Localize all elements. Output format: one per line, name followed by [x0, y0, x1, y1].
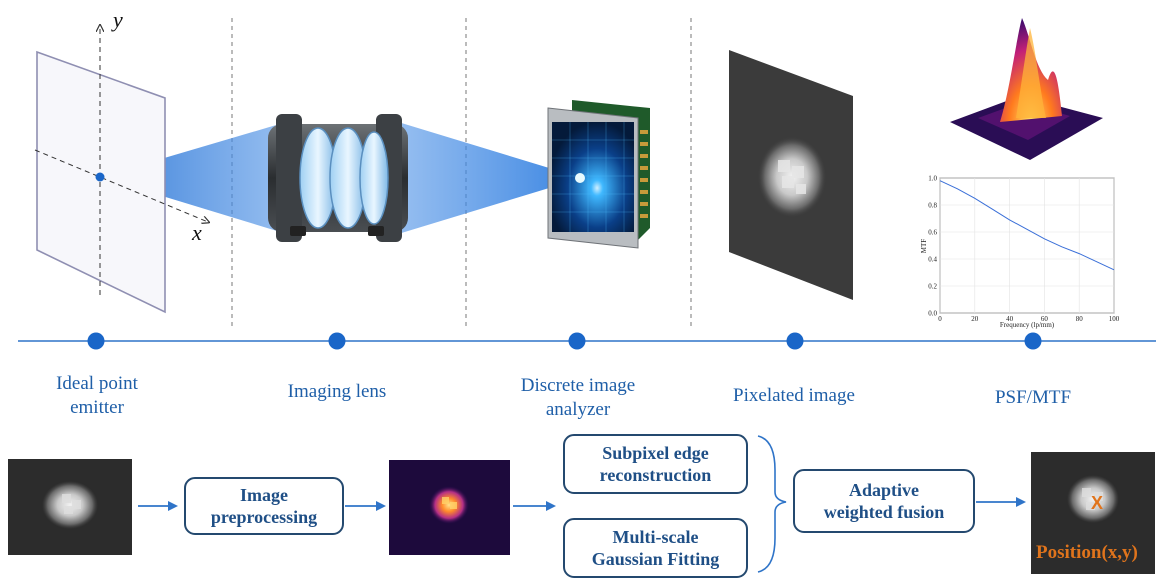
image-preprocessing-box: Image preprocessing [184, 477, 344, 535]
image-preprocessing-line2: preprocessing [210, 507, 318, 527]
light-beam-right [385, 118, 582, 238]
stage-label-image-analyzer-line2: analyzer [545, 399, 611, 420]
timeline-node-1 [87, 332, 105, 350]
mtf-ticks: 0.0 0.2 0.4 0.6 0.8 1.0 0 20 40 60 80 100 [928, 175, 1120, 324]
timeline-node-4 [786, 332, 804, 350]
gaussian-fitting-box: Multi-scale Gaussian Fitting [563, 518, 748, 578]
merge-brace [757, 435, 787, 573]
input-image-tile [8, 459, 132, 555]
psf-surface-plot [950, 18, 1103, 160]
timeline-node-3 [568, 332, 586, 350]
position-marker: X [1091, 493, 1103, 513]
x-axis-label: x [191, 220, 202, 245]
mtf-plot-area [939, 177, 1115, 314]
point-emitter [95, 172, 105, 182]
subpixel-edge-line1: Subpixel edge [602, 443, 709, 463]
mtf-x-tick-label: 60 [1041, 315, 1049, 323]
mtf-grid [939, 177, 1115, 314]
y-axis-label: y [111, 7, 123, 32]
mtf-y-axis-label: MTF [920, 239, 928, 254]
subpixel-edge-line2: reconstruction [599, 465, 712, 485]
gaussian-fitting-line2: Gaussian Fitting [591, 549, 720, 569]
mtf-x-axis-label: Frequency (lp/mm) [1000, 321, 1055, 329]
stage-label-pixelated-image-line1: Pixelated image [733, 385, 855, 406]
timeline-nodes [87, 332, 1042, 350]
stage-label-ideal-emitter-line1: Ideal point [56, 373, 138, 394]
mtf-y-tick-label: 0.2 [928, 283, 937, 291]
adaptive-fusion-line1: Adaptive [848, 480, 919, 500]
timeline-node-2 [328, 332, 346, 350]
pixelated-image [729, 50, 853, 300]
mtf-chart: 0.0 0.2 0.4 0.6 0.8 1.0 0 20 40 60 80 100 Frequency… [920, 175, 1120, 330]
x-axis [34, 149, 208, 222]
stage-label-imaging-lens: Imaging lens [265, 380, 409, 404]
mtf-x-tick-label: 20 [971, 315, 979, 323]
stage-label-pixelated-image: Pixelated image [716, 384, 872, 408]
stage-label-psf-mtf: PSF/MTF [968, 386, 1098, 410]
mtf-y-tick-label: 0.8 [928, 202, 937, 210]
stage-label-ideal-emitter-line2: emitter [70, 397, 124, 418]
preprocessed-heatmap-tile [389, 460, 510, 555]
stage-label-image-analyzer: Discrete image analyzer [505, 374, 651, 422]
adaptive-fusion-box: Adaptive weighted fusion [793, 469, 975, 533]
position-label: Position(x,y) [1036, 542, 1138, 563]
mtf-x-tick-label: 0 [938, 315, 942, 323]
sensor-chip-icon [547, 100, 650, 249]
stage-label-imaging-lens-line1: Imaging lens [287, 381, 387, 402]
stage-label-ideal-emitter: Ideal point emitter [36, 372, 158, 420]
light-beam-left [100, 118, 300, 238]
mtf-y-tick-label: 0.6 [928, 229, 937, 237]
stage-label-image-analyzer-line1: Discrete image [520, 375, 636, 396]
imaging-lens-icon [268, 114, 408, 242]
subpixel-edge-box: Subpixel edge reconstruction [563, 434, 748, 494]
mtf-y-tick-label: 1.0 [928, 175, 937, 183]
gaussian-fitting-line1: Multi-scale [612, 527, 699, 547]
mtf-x-tick-label: 80 [1076, 315, 1084, 323]
mtf-y-tick-label: 0.4 [928, 256, 937, 264]
output-image-tile: X [1031, 452, 1155, 574]
mtf-series-line [939, 180, 1115, 271]
mtf-x-tick-label: 100 [1109, 315, 1120, 323]
mtf-y-tick-label: 0.0 [928, 310, 937, 318]
image-preprocessing-line1: Image [240, 485, 288, 505]
pipeline-arrows [138, 497, 1026, 511]
stage-label-psf-mtf-line1: PSF/MTF [994, 387, 1072, 408]
timeline-node-5 [1024, 332, 1042, 350]
emitter-plane: y x [34, 7, 208, 314]
adaptive-fusion-line2: weighted fusion [823, 502, 945, 522]
mtf-x-tick-label: 40 [1006, 315, 1014, 323]
